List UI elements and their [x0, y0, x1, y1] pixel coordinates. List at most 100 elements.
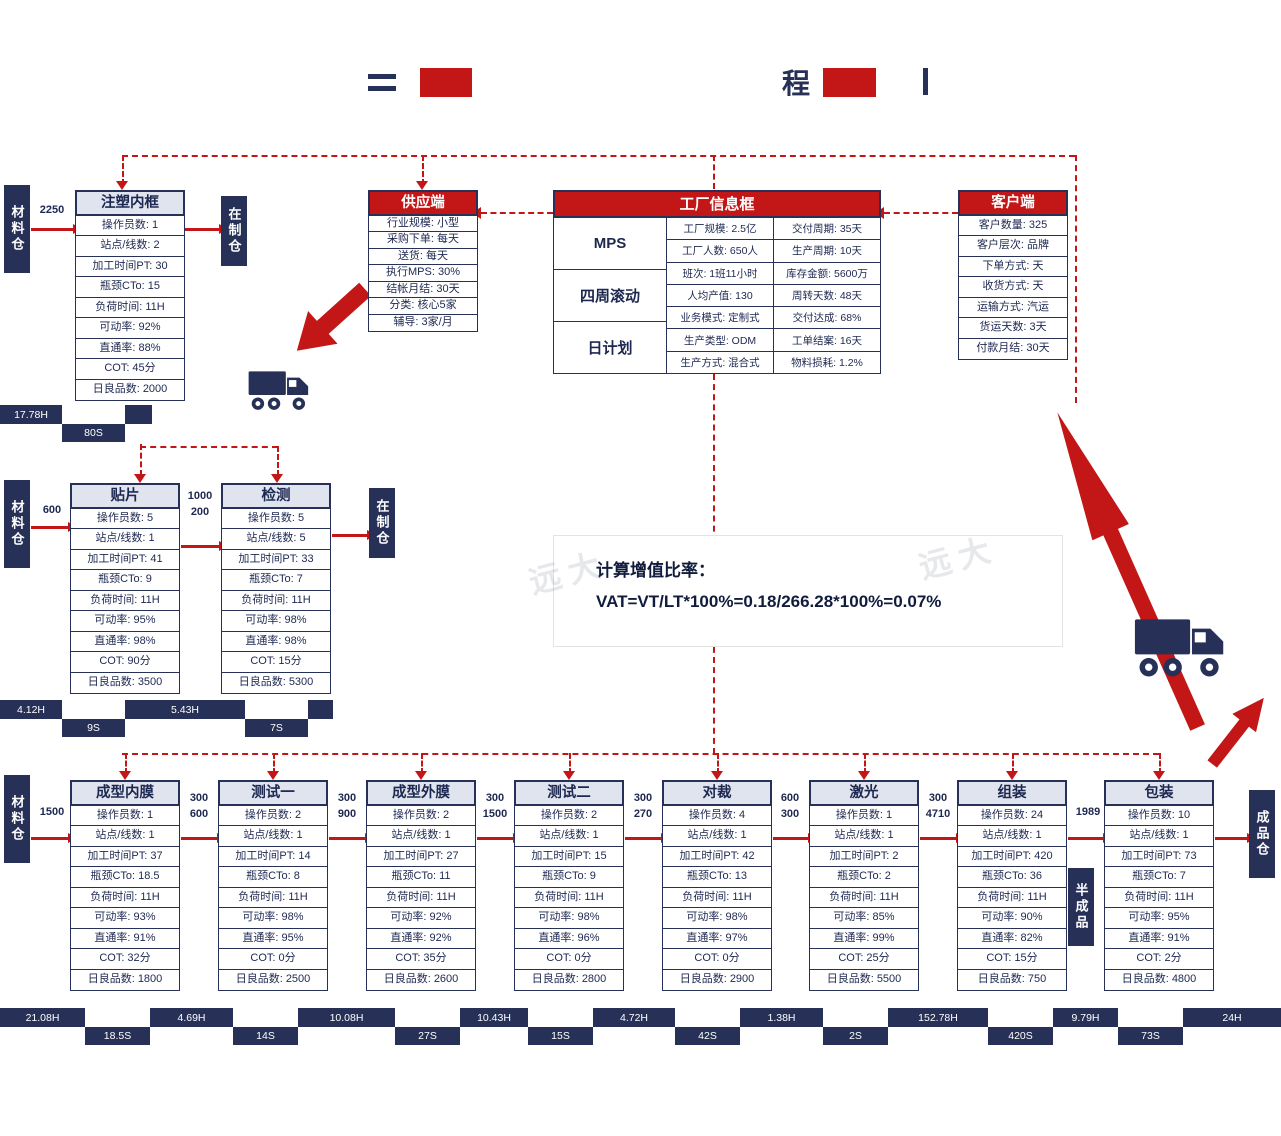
process-metric: 可动率: 98% [662, 907, 772, 929]
process-metric: 加工时间PT: 420 [957, 845, 1067, 868]
process-metric: 瓶颈CTo: 2 [809, 866, 919, 888]
plan-cell: MPS [593, 235, 627, 252]
process-metric: 负荷时间: 11H [662, 886, 772, 909]
process-metric: 瓶颈CTo: 9 [70, 569, 180, 591]
flow-arrow [181, 541, 228, 551]
inventory-count-inv-bottom-0: 1500 [29, 804, 75, 820]
info-flow-dashed-line [717, 753, 719, 774]
timeline-leadtime-segment: 5.43H [125, 700, 245, 719]
warehouse-semi-finished: 半成品 [1068, 868, 1094, 946]
factory-metric: 交付周期: 35天 [791, 223, 862, 236]
process-title: 成型内膜 [70, 780, 180, 806]
info-flow-dashed-line [140, 446, 278, 448]
info-flow-dashed-line [277, 446, 279, 476]
info-flow-dashed-line [1075, 155, 1077, 403]
timeline-leadtime-segment: 10.43H [460, 1008, 528, 1027]
factory-metric: 交付达成: 68% [774, 306, 880, 328]
inventory-value: 2250 [39, 204, 65, 216]
page-title: 程 [782, 68, 811, 99]
process-metric: 直通率: 97% [662, 927, 772, 950]
process-title: 测试二 [514, 780, 624, 806]
flow-arrow [477, 833, 522, 843]
process-metric: 加工时间PT: 30 [75, 255, 185, 278]
process-metric: 操作员数: 5 [221, 507, 331, 530]
vat-note: 计算增值比率： VAT=VT/LT*100%=0.18/266.28*100%=… [553, 535, 1063, 647]
arrowhead-down-icon [416, 181, 428, 190]
plan-cell: 四周滚动 [554, 269, 666, 321]
arrowhead-down-icon [116, 181, 128, 190]
process-metric: 站点/线数: 1 [662, 825, 772, 847]
process-metric: 站点/线数: 1 [957, 825, 1067, 847]
process-metric: 加工时间PT: 73 [1104, 845, 1214, 868]
vat-title: 计算增值比率： [596, 561, 715, 580]
process-metric: 直通率: 96% [514, 927, 624, 950]
timeline-leadtime-segment: 4.12H [0, 700, 62, 719]
process-metric: COT: 0分 [514, 948, 624, 970]
inventory-value: 1989 [1075, 806, 1101, 818]
process-metric: 可动率: 93% [70, 907, 180, 929]
info-metric: 客户层次: 品牌 [958, 235, 1068, 257]
process-metric: 站点/线数: 1 [70, 825, 180, 847]
factory-metric: 生产方式: 混合式 [667, 350, 773, 373]
process-metric: 瓶颈CTo: 18.5 [70, 866, 180, 888]
process-metric: 可动率: 92% [75, 317, 185, 339]
process-metric: 日良品数: 3500 [70, 671, 180, 694]
inventory-count-inv-top: 2250 [29, 202, 75, 218]
process-metric: 加工时间PT: 41 [70, 548, 180, 571]
flow-arrow [920, 833, 965, 843]
flow-arrow [332, 530, 376, 540]
process-metric: COT: 2分 [1104, 948, 1214, 970]
process-metric: COT: 90分 [70, 651, 180, 673]
process-metric: 操作员数: 2 [366, 804, 476, 827]
process-metric: 日良品数: 2500 [218, 968, 328, 991]
blank-panel [735, 655, 1100, 745]
process-metric: 直通率: 95% [218, 927, 328, 950]
timeline-processtime-segment: 80S [62, 424, 125, 442]
inventory-value: 1500 [482, 808, 508, 820]
process-metric: 直通率: 91% [1104, 927, 1214, 950]
info-flow-dashed-line [421, 753, 423, 774]
process-metric: 站点/线数: 1 [809, 825, 919, 847]
inventory-value: 300 [928, 792, 948, 804]
info-metric: 付款月结: 30天 [958, 337, 1068, 360]
factory-metric: 业务模式: 定制式 [667, 306, 773, 328]
process-metric: 加工时间PT: 37 [70, 845, 180, 868]
factory-metric: 生产类型: ODM [667, 328, 773, 350]
factory-metric: 生产周期: 10天 [774, 239, 880, 261]
process-metric: 操作员数: 1 [70, 804, 180, 827]
info-flow-dashed-line [422, 155, 424, 185]
info-flow-dashed-line [713, 155, 715, 189]
flow-arrow [181, 833, 226, 843]
factory-metric: 工单结案: 16天 [774, 328, 880, 350]
timeline-processtime-segment: 420S [988, 1027, 1053, 1045]
process-metric: COT: 15分 [221, 651, 331, 673]
info-flow-dashed-line [125, 753, 127, 774]
process-metric: 日良品数: 2800 [514, 968, 624, 991]
truck-icon [1134, 612, 1226, 682]
info-flow-dashed-line [1159, 753, 1161, 774]
warehouse-wip-top: 在制仓 [221, 196, 247, 266]
process-metric: 负荷时间: 11H [809, 886, 919, 909]
warehouse-wip-middle: 在制仓 [369, 488, 395, 558]
arrowhead-down-icon [119, 771, 131, 780]
title-dash-icon [368, 74, 396, 79]
process-metric: 瓶颈CTo: 36 [957, 866, 1067, 888]
info-flow-dashed-line [884, 212, 958, 214]
process-metric: 负荷时间: 11H [75, 296, 185, 319]
process-metric: 日良品数: 2600 [366, 968, 476, 991]
process-metric: 加工时间PT: 15 [514, 845, 624, 868]
flow-arrow [31, 224, 82, 234]
inventory-value: 200 [190, 506, 210, 518]
arrowhead-down-icon [271, 474, 283, 483]
process-metric: 瓶颈CTo: 15 [75, 276, 185, 298]
timeline-leadtime-segment [308, 700, 333, 719]
